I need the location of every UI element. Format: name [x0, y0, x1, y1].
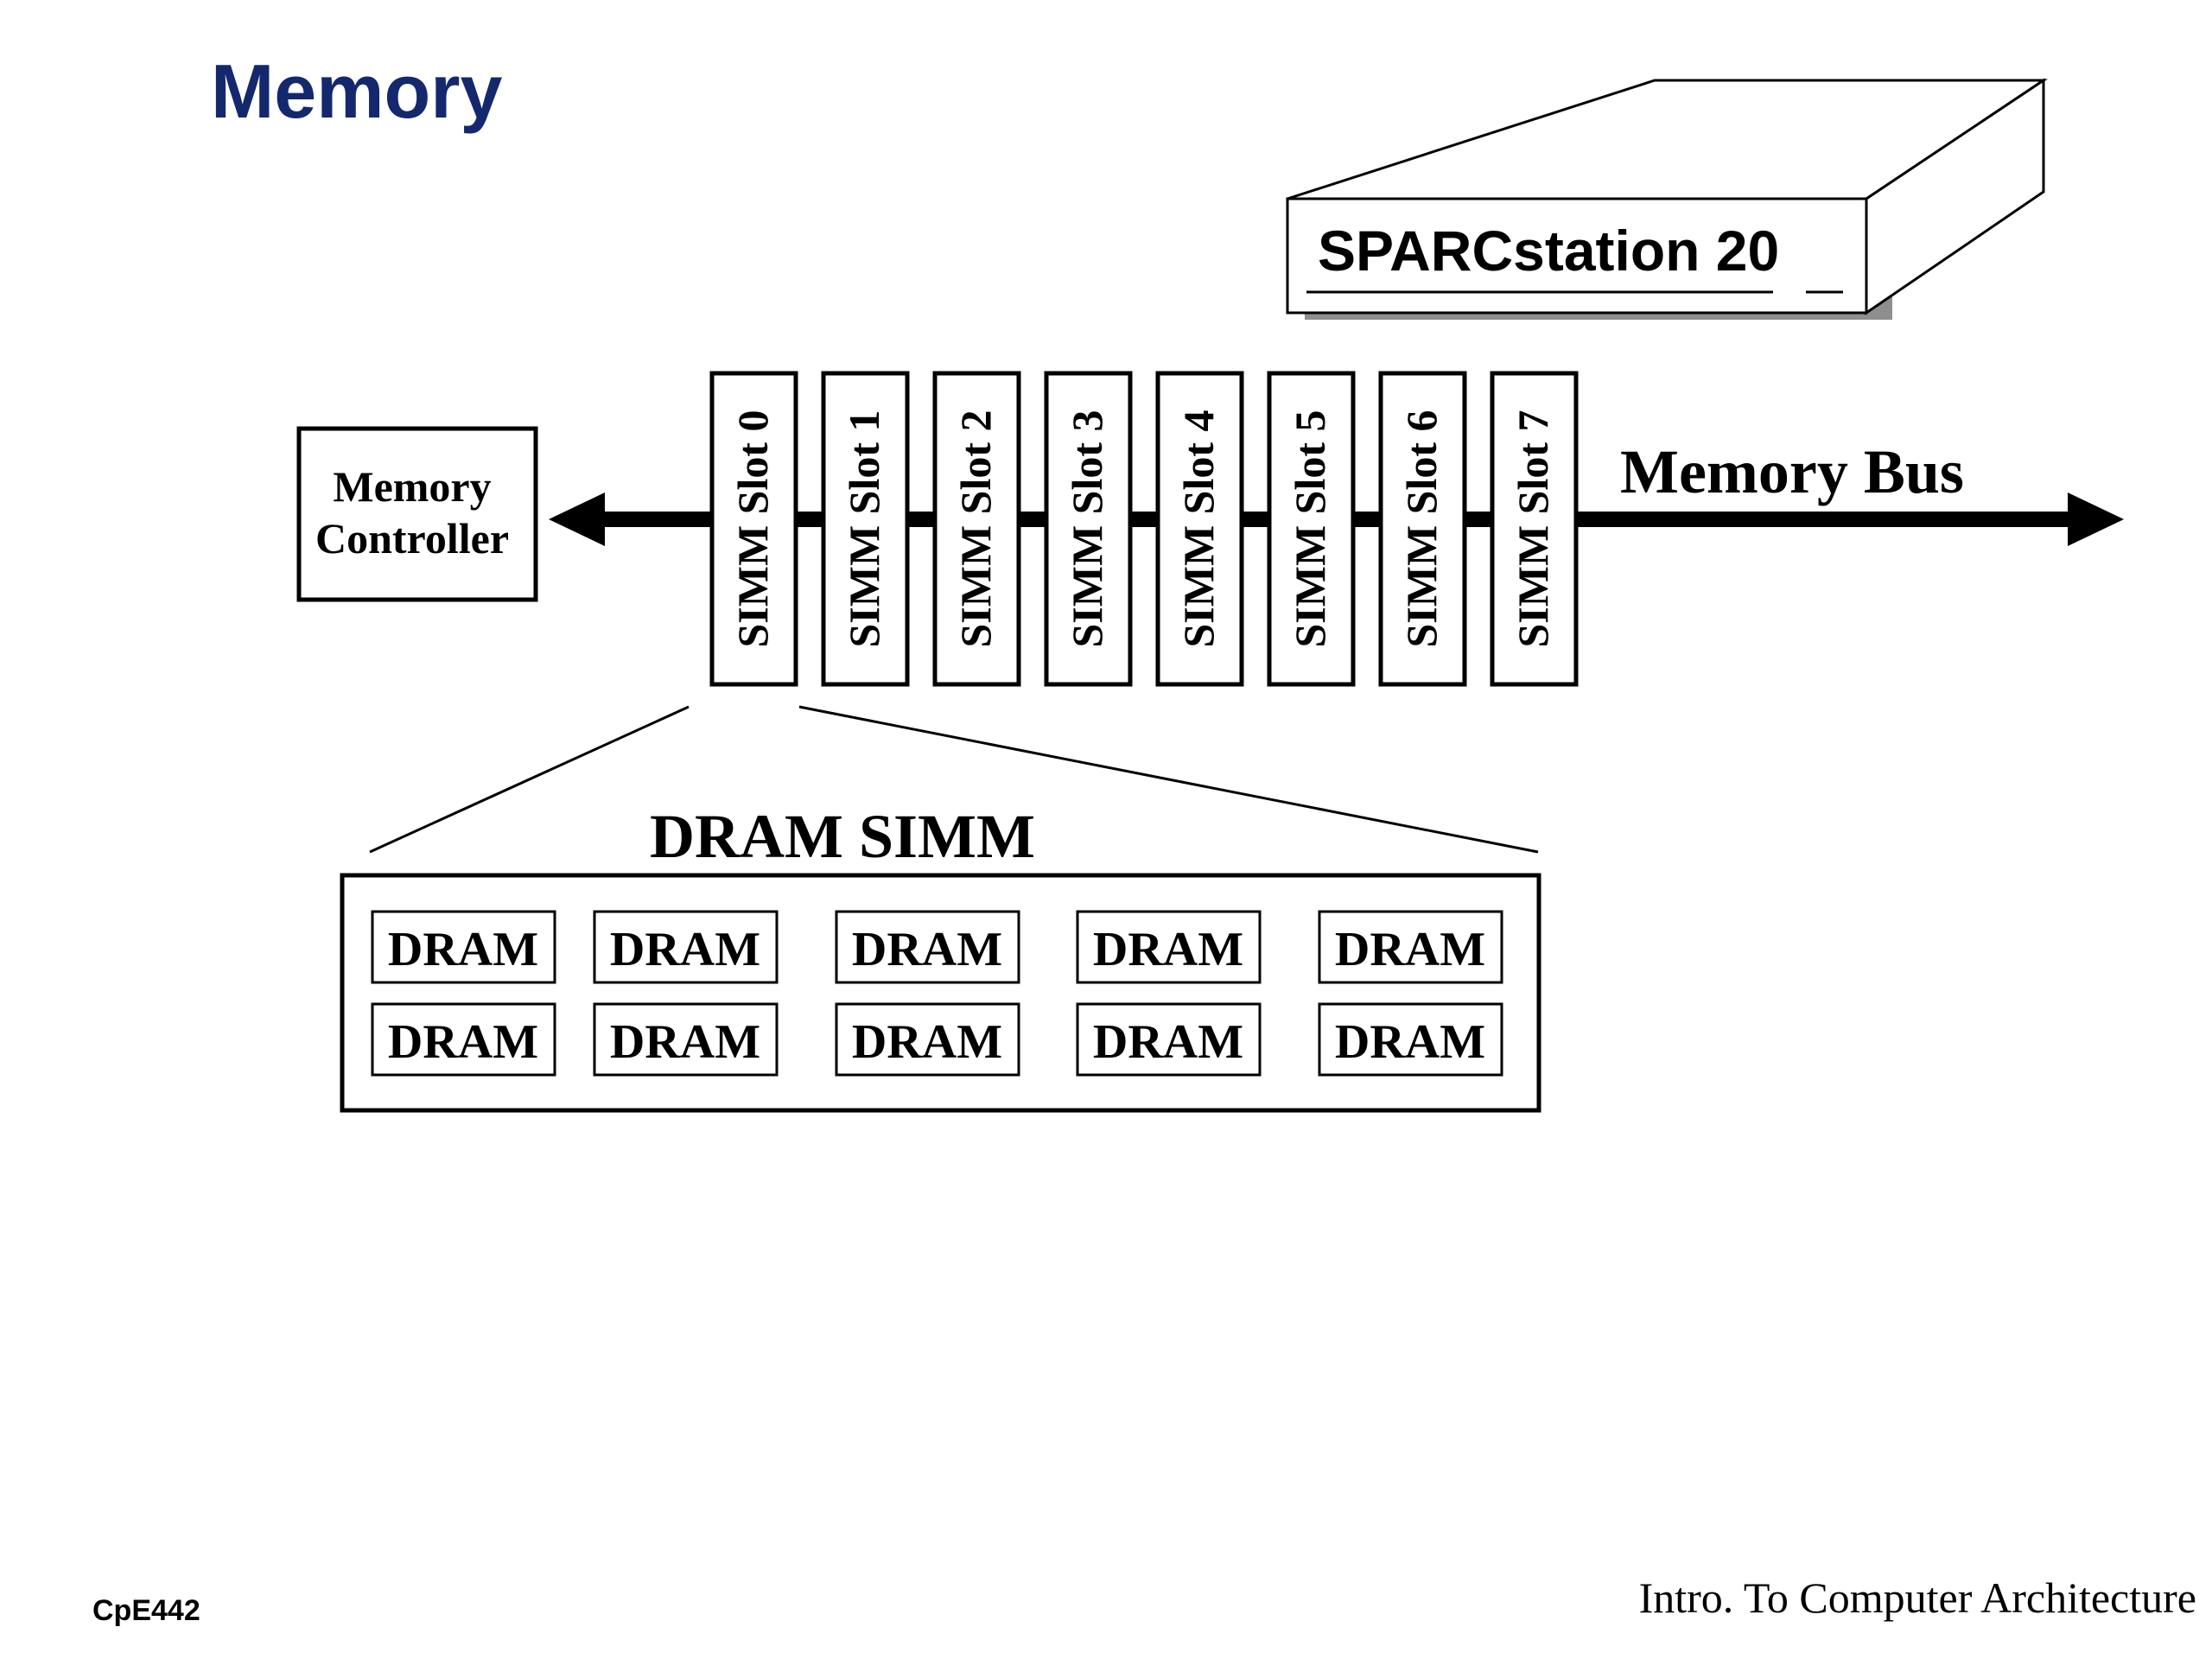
simm-slot-0: SIMM Slot 0 — [709, 371, 798, 687]
dram-chip-label: DRAM — [1093, 923, 1243, 976]
dram-chip-label: DRAM — [610, 923, 760, 976]
simm-slot-label: SIMM Slot 7 — [1509, 410, 1557, 648]
dram-simm-title: DRAM SIMM — [650, 802, 1035, 871]
sparcstation-box: SPARCstation 20 — [1286, 78, 2048, 320]
simm-slot-label: SIMM Slot 2 — [951, 410, 1000, 648]
simm-slot-box — [1155, 371, 1244, 687]
dram-chip: DRAM — [1318, 1002, 1503, 1077]
simm-slot-label: SIMM Slot 3 — [1063, 410, 1111, 648]
simm-slot-box — [1044, 371, 1133, 687]
simm-slot-box — [1378, 371, 1467, 687]
dram-chip: DRAM — [1076, 910, 1262, 984]
dram-chip-box — [835, 1002, 1020, 1077]
dram-chip-label: DRAM — [1335, 923, 1485, 976]
dram-chip-label: DRAM — [1335, 1015, 1485, 1069]
simm-slot-box — [932, 371, 1021, 687]
dram-chip-box — [1076, 910, 1262, 984]
dram-chip-label: DRAM — [1093, 1015, 1243, 1069]
bus-arrow-left — [549, 493, 605, 546]
simm-slot-box — [1490, 371, 1579, 687]
dram-simm: DRAM SIMM DRAM DRAM DRAM DRAM DRAM DRAM — [340, 802, 1541, 1113]
simm-slot-box — [1267, 371, 1356, 687]
dram-chip: DRAM — [835, 1002, 1020, 1077]
zoom-line-left — [369, 705, 690, 854]
simm-slot-box — [709, 371, 798, 687]
simm-slot-box — [821, 371, 910, 687]
dram-chip: DRAM — [835, 910, 1020, 984]
dram-chip-box — [1076, 1002, 1262, 1077]
dram-chip: DRAM — [1076, 1002, 1262, 1077]
dram-chip-label: DRAM — [610, 1015, 760, 1069]
dram-chip-box — [1318, 1002, 1503, 1077]
memory-bus-label: Memory Bus — [1620, 437, 1964, 506]
simm-slot-1: SIMM Slot 1 — [821, 371, 910, 687]
memory-controller-box — [296, 426, 538, 602]
footer-course-title: Intro. To Computer Architecture — [1638, 1573, 2196, 1622]
dram-chip-box — [371, 910, 556, 984]
slide-title: Memory — [211, 48, 503, 134]
simm-slot-7: SIMM Slot 7 — [1490, 371, 1579, 687]
dram-chip-label: DRAM — [852, 923, 1002, 976]
zoom-line-right — [798, 705, 1539, 854]
simm-slot-6: SIMM Slot 6 — [1378, 371, 1467, 687]
simm-slot-label: SIMM Slot 1 — [840, 410, 888, 648]
simm-slot-3: SIMM Slot 3 — [1044, 371, 1133, 687]
sparcstation-front-face — [1286, 197, 1868, 315]
simm-slot-4: SIMM Slot 4 — [1155, 371, 1244, 687]
simm-slot-label: SIMM Slot 0 — [728, 410, 777, 648]
simm-slot-2: SIMM Slot 2 — [932, 371, 1021, 687]
dram-chip: DRAM — [371, 910, 556, 984]
memory-controller-line2: Controller — [315, 514, 509, 563]
simm-slot-5: SIMM Slot 5 — [1267, 371, 1356, 687]
dram-chip: DRAM — [593, 910, 779, 984]
bus-arrow-right — [2068, 493, 2124, 546]
dram-chip-box — [371, 1002, 556, 1077]
dram-chip-box — [593, 910, 779, 984]
memory-controller: Memory Controller — [296, 426, 538, 602]
dram-chip-label: DRAM — [852, 1015, 1002, 1069]
simm-slot-label: SIMM Slot 6 — [1397, 410, 1446, 648]
dram-chip-box — [835, 910, 1020, 984]
dram-chip: DRAM — [1318, 910, 1503, 984]
simm-slot-label: SIMM Slot 4 — [1174, 410, 1223, 648]
dram-chip: DRAM — [593, 1002, 779, 1077]
simm-slot-label: SIMM Slot 5 — [1286, 410, 1334, 648]
memory-controller-line1: Memory — [333, 462, 491, 511]
dram-chip-label: DRAM — [388, 1015, 538, 1069]
footer-course-code: CpE442 — [92, 1594, 200, 1627]
simm-slots: SIMM Slot 0 SIMM Slot 1 SIMM Slot 2 SIMM… — [709, 371, 1579, 687]
dram-chip: DRAM — [371, 1002, 556, 1077]
sparcstation-label: SPARCstation 20 — [1318, 219, 1779, 283]
dram-chip-box — [1318, 910, 1503, 984]
dram-chip-box — [593, 1002, 779, 1077]
dram-chip-label: DRAM — [388, 923, 538, 976]
